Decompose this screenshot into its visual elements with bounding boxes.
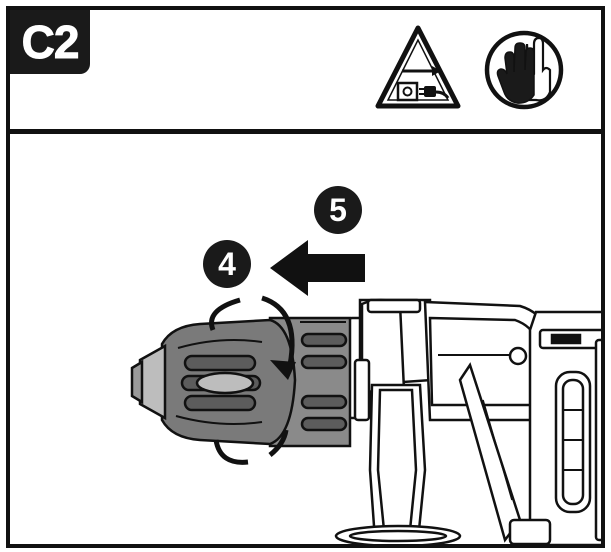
drill-body	[334, 298, 601, 544]
step-number-5: 5	[314, 186, 362, 234]
drill-chuck	[130, 316, 352, 448]
step-number-4: 4	[203, 240, 251, 288]
wear-gloves-icon	[484, 30, 564, 110]
unplug-warning-icon	[375, 25, 461, 109]
rotation-arrow	[209, 295, 296, 465]
step-label: C2	[10, 10, 90, 74]
pull-direction-arrow	[270, 240, 365, 296]
